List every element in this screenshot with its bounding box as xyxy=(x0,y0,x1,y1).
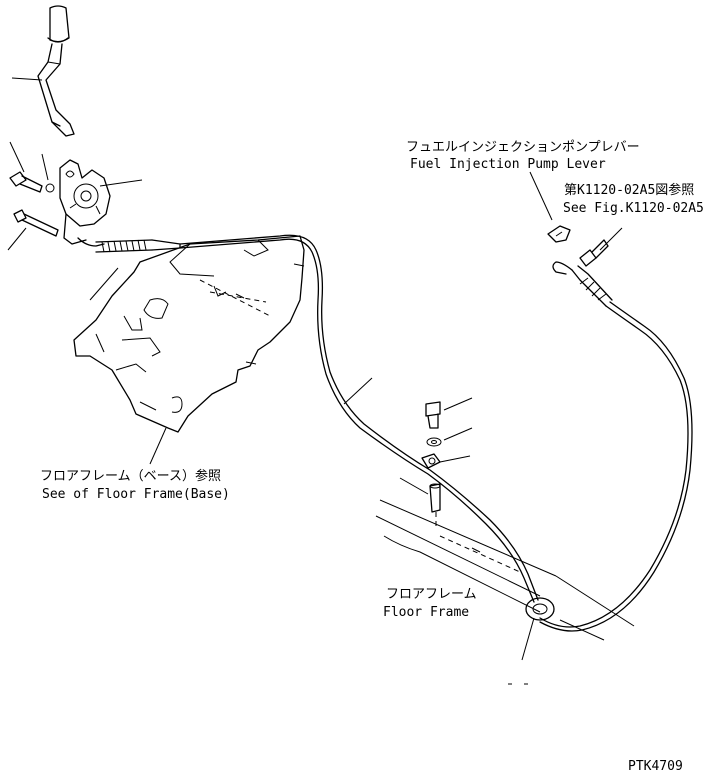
spacer-pin xyxy=(429,483,441,530)
bolt-right xyxy=(579,239,609,267)
clamp-bolt xyxy=(425,401,442,447)
fuel-lever-label-jp: フュエルインジェクションポンプレバー xyxy=(406,140,640,155)
throttle-lever xyxy=(37,5,75,137)
control-cable xyxy=(179,234,693,632)
bolt-lower xyxy=(13,209,59,237)
leader-lines-left xyxy=(7,77,143,301)
cable-end-left xyxy=(77,237,181,253)
leader-floor-base xyxy=(149,427,167,465)
cable-end-right xyxy=(552,261,613,307)
ref-fig-label-en: See Fig.K1120-02A5 xyxy=(563,201,704,216)
floor-frame-base xyxy=(73,235,305,433)
floor-frame xyxy=(375,499,635,641)
floor-frame-label-jp: フロアフレーム xyxy=(386,587,477,602)
floor-frame-label-en: Floor Frame xyxy=(383,605,469,620)
leader-bolt-right xyxy=(599,227,623,251)
floor-base-label-jp: フロアフレーム（ベース）参照 xyxy=(40,468,221,484)
fuel-lever-label-en: Fuel Injection Pump Lever xyxy=(410,157,606,172)
floor-base-label-en: See of Floor Frame(Base) xyxy=(42,487,230,502)
ref-fig-label-jp: 第K1120-02A5図参照 xyxy=(564,182,694,198)
leader-cable xyxy=(343,377,373,405)
drawing-code: PTK4709 xyxy=(628,759,683,774)
bolt-upper xyxy=(9,171,55,193)
fuel-pump-lever-clip xyxy=(547,225,571,243)
leader-lines-center xyxy=(399,397,473,495)
cable-clamp xyxy=(421,453,441,469)
lever-bracket xyxy=(59,159,111,245)
leader-grommet xyxy=(521,617,535,661)
leader-fuel-lever xyxy=(529,171,553,221)
